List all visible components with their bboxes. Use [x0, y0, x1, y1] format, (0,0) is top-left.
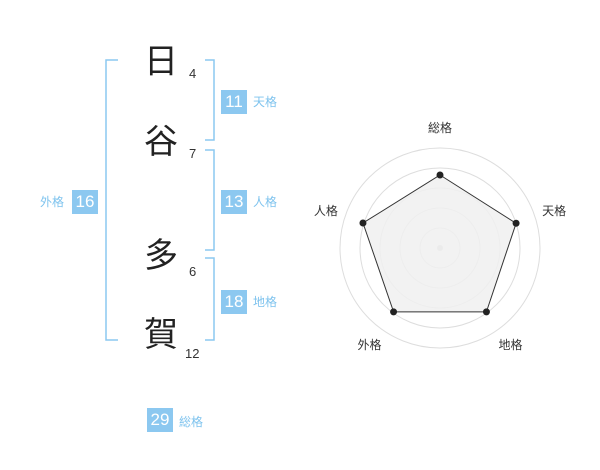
stroke-count-3: 6	[189, 264, 197, 279]
radar-points	[359, 171, 520, 316]
radar-point-4	[390, 308, 398, 316]
chikaku-value: 18	[221, 290, 247, 314]
radar-polygon	[362, 174, 517, 313]
tenkaku-bracket	[205, 59, 215, 141]
gaikaku-value: 16	[72, 190, 98, 214]
gaikaku-bracket	[105, 59, 118, 341]
name-char-3: 多	[144, 236, 178, 276]
jinkaku-bracket	[205, 149, 215, 251]
soukaku-value: 29	[147, 408, 173, 432]
radar-axis-label-1: 総格	[428, 120, 452, 135]
radar-axis-label-4: 外格	[357, 337, 381, 352]
radar-ring-4	[359, 167, 521, 329]
name-char-4: 賀	[144, 315, 178, 355]
radar-axis-label-3: 地格	[499, 337, 523, 352]
chikaku-label: 地格	[253, 295, 278, 309]
name-char-1: 日	[144, 42, 178, 82]
stroke-count-2: 7	[189, 146, 197, 161]
stroke-count-4: 12	[185, 346, 200, 361]
radar-point-2	[512, 219, 520, 227]
tenkaku-value: 11	[221, 90, 247, 114]
tenkaku-label: 天格	[253, 95, 278, 109]
gaikaku-label: 外格	[40, 195, 65, 209]
radar-point-5	[359, 219, 367, 227]
stroke-count-1: 4	[189, 66, 197, 81]
jinkaku-value: 13	[221, 190, 247, 214]
soukaku-label: 総格	[179, 415, 204, 429]
chikaku-bracket	[205, 257, 215, 341]
radar-axis-label-2: 天格	[542, 203, 566, 218]
radar-point-1	[436, 171, 444, 179]
name-char-2: 谷	[144, 122, 178, 162]
radar-axis-label-5: 人格	[314, 203, 338, 218]
jinkaku-label: 人格	[253, 195, 278, 209]
radar-point-3	[482, 308, 490, 316]
